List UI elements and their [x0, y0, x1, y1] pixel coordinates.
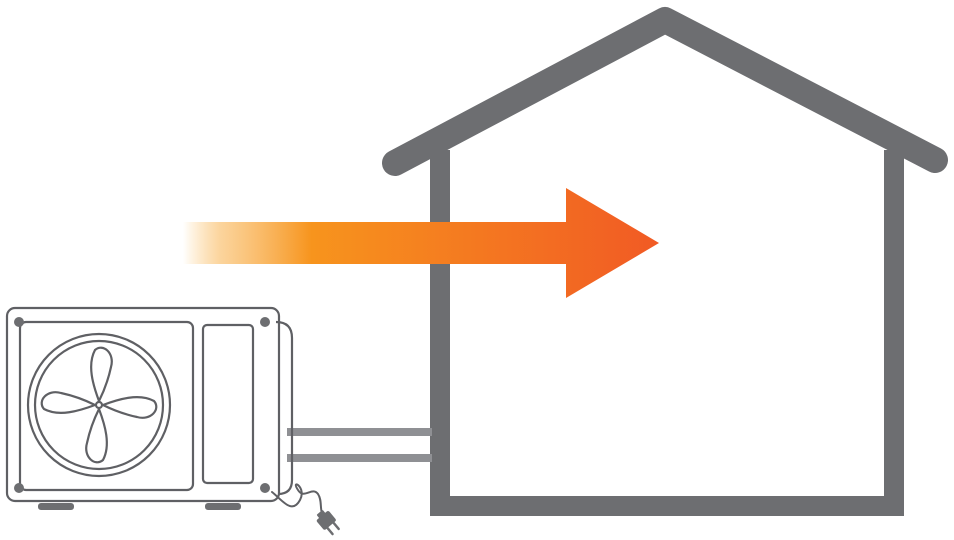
screw-top-right [260, 317, 270, 327]
fan-hub [96, 402, 102, 408]
unit-foot-left [38, 503, 74, 510]
house-roof [395, 20, 935, 163]
unit-body [7, 308, 279, 501]
fan-inner-ring [35, 341, 163, 469]
pipe-lower [287, 454, 432, 462]
fan-blade [42, 392, 95, 413]
plug-head [313, 507, 341, 536]
heat-arrow-icon [183, 188, 659, 298]
outdoor-unit-icon [7, 308, 292, 510]
screw-bottom-right [260, 483, 270, 493]
fan-outer-ring [28, 334, 170, 476]
fan-blade [103, 397, 156, 418]
refrigerant-pipes [287, 428, 432, 462]
heat-arrow-shape [183, 188, 659, 298]
pipe-upper [287, 428, 432, 436]
screw-top-left [14, 317, 24, 327]
unit-side-vent [203, 325, 253, 483]
fan-blade [91, 348, 112, 401]
screw-bottom-left [14, 483, 24, 493]
fan-blades [42, 348, 157, 463]
house-walls [440, 150, 894, 506]
unit-foot-right [205, 503, 241, 510]
plug-icon [272, 484, 342, 536]
fan-blade [86, 409, 107, 462]
fan-icon [28, 334, 170, 476]
